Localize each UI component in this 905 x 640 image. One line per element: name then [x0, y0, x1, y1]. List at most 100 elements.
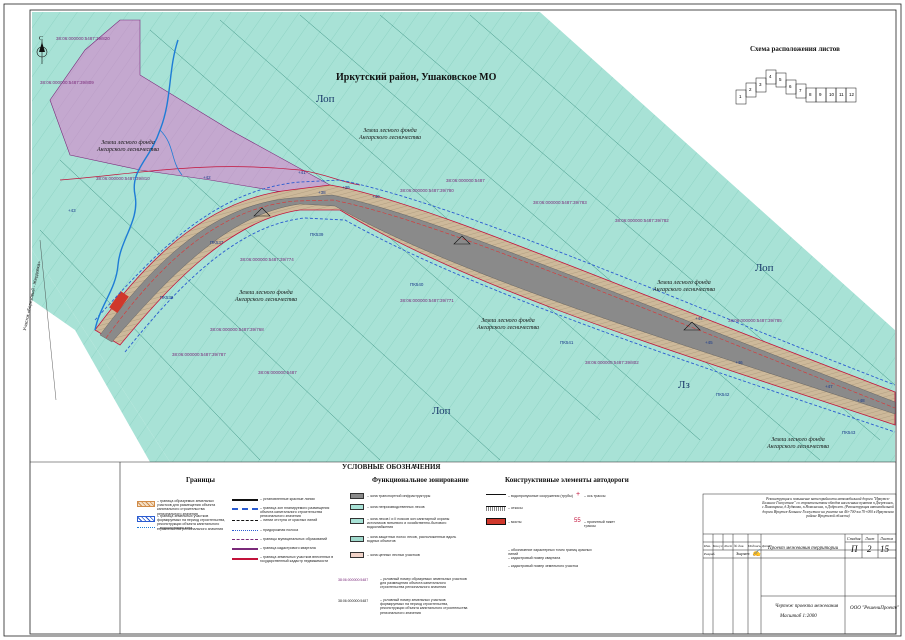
legend-text: – проектный пикет трассы: [584, 520, 615, 529]
red-line-north: [59, 166, 361, 186]
cadastral-number: 38:06:000000:5487:39/802: [585, 360, 639, 365]
legend-sample-cad-1: 38:06:000000:5487: [338, 578, 369, 582]
legend-axis-cross: +: [576, 491, 581, 498]
legend-swatch-blue-hatch: [137, 516, 155, 522]
cadastral-number: 38:06:000000:5487: [446, 178, 485, 183]
stamp-scale: Масштаб 1:2000: [780, 614, 817, 619]
cadastral-number: 38:06:000000:5487:39/787: [172, 352, 226, 357]
legend-swatch-water: [137, 527, 155, 529]
forest-label-1: Земли лесного фонда Ангарского лесничест…: [96, 140, 160, 153]
legend-text: – граница земельных участков внесенных в…: [260, 555, 334, 564]
legend-text: – придорожная полоса: [260, 528, 299, 532]
legend-swatch-bridge: [486, 518, 506, 525]
forest-label-3: Земли лесного фонда Ангарского лесничест…: [234, 290, 298, 303]
picket-label: ПК537: [210, 240, 224, 245]
picket-label: ПК543: [842, 430, 856, 435]
stamp-header-count: Кол.уч: [713, 544, 723, 548]
legend-swatch-zone: [232, 508, 258, 511]
stamp-sheet-header: Лист: [865, 536, 875, 541]
bridge: [109, 290, 129, 314]
picket-label: +45: [705, 340, 713, 345]
zone-label-1: Лоп: [316, 93, 335, 105]
cadastral-number: 38:06:000000:5487:39/783: [533, 200, 587, 205]
picket-label: +39: [342, 185, 350, 190]
picket-label: +48: [857, 398, 865, 403]
legend-text: – условный номер образуемых земельных уч…: [380, 577, 467, 590]
north-arrow: [36, 40, 48, 64]
legend-text: – границы муниципальных образований: [260, 537, 328, 541]
picket-label: ПК540: [410, 282, 424, 287]
sheet-scheme-number: 3: [759, 82, 762, 87]
blank-area-lower-left: [32, 300, 150, 462]
stamp-description: Реконструкция и повышение категорийности…: [762, 497, 894, 518]
sheet-scheme-number: 12: [849, 92, 855, 97]
picket-label: +47: [825, 384, 833, 389]
legend-swatch-pipe: [486, 494, 506, 498]
picket-label: +44: [695, 316, 703, 321]
legend-text: – зона транспортной инфраструктуры: [367, 494, 431, 498]
blue-dashed-boundary: [94, 179, 896, 386]
legend-swatch-municipal: [232, 539, 258, 541]
legend-swatch-forest-4: [350, 552, 364, 558]
stamp-row-label: Разраб.: [704, 552, 716, 556]
stamp-signature-name: Зыряев: [736, 551, 750, 556]
sheet-scheme-number: 11: [839, 92, 844, 97]
blue-dashed-boundary-south: [124, 217, 896, 433]
cadastral-number: 38:06:000000:5487:39/768: [210, 327, 264, 332]
stamp-header-change: Изм.: [704, 544, 711, 548]
legend-swatch-quarter: [232, 548, 258, 550]
cadastral-number: 38:06:000000:5487:39/785: [728, 318, 782, 323]
forest-label-4: Земли лесного фонда Ангарского лесничест…: [476, 318, 540, 331]
stamp-header-sheet: Лист: [724, 544, 733, 548]
sheet-scheme-number: 7: [799, 88, 802, 93]
legend-picket-number: 55: [574, 518, 581, 524]
picket-label: +42: [203, 175, 211, 180]
legend-text: – установленные красные линии: [260, 497, 315, 501]
stamp-sheets-header: Листов: [880, 536, 894, 541]
legend-title: УСЛОВНЫЕ ОБОЗНАЧЕНИЯ: [342, 463, 441, 471]
cadastral-number: 38:06:000000:5487:39/771: [400, 298, 454, 303]
legend-text: – условный номер земельных участков форм…: [380, 598, 468, 615]
forest-label-5: Земли лесного фонда Ангарского лесничест…: [652, 280, 716, 293]
road-core: [99, 194, 896, 415]
sheet-scheme-number: 6: [789, 84, 792, 89]
legend-text: – граница кадастрового квартала: [260, 546, 316, 550]
cadastral-number: 38:06:000000:5487: [258, 370, 297, 375]
sheet-scheme-number: 5: [779, 77, 782, 82]
legend-text: – зона защитных полос лесов, расположенн…: [367, 535, 457, 544]
legend-text: – граница образуемых земельных участков …: [157, 499, 216, 516]
stamp-header-date: Дата: [762, 544, 771, 548]
legend-swatch-forest-1: [350, 504, 364, 510]
legend-swatch-setback: [232, 520, 258, 522]
legend-text: – зона ценных лесных участков: [367, 553, 420, 557]
stamp-header-sign: Подпись: [748, 544, 761, 548]
forest-label-2: Земли лесного фонда Ангарского лесничест…: [358, 128, 422, 141]
legend-swatch-parcel: [232, 558, 258, 560]
stamp-sheets: 15: [880, 544, 889, 554]
north-label: С: [39, 36, 44, 42]
cadastral-number: 38:06:000000:5487:39/774: [240, 257, 294, 262]
sheet-scheme-number: 4: [769, 74, 772, 79]
legend-text: – кадастровый номер квартала: [508, 556, 561, 560]
picket-label: +40: [372, 194, 380, 199]
cadastral-number: 38:06:000000:5487:39/780: [400, 188, 454, 193]
sheet-layout-scheme: [735, 69, 857, 105]
picket-label: +46: [735, 360, 743, 365]
road-direction-line: [39, 239, 57, 401]
picket-label: ПК539: [310, 232, 324, 237]
inner-frame: [29, 9, 897, 635]
stamp-header-doc: № док.: [734, 544, 745, 548]
picket-label: +38: [318, 190, 326, 195]
stamp-company: ООО "РешениПроект": [850, 606, 900, 611]
legend-text: – кадастровый номер земельного участка: [508, 564, 579, 568]
stamp-stage: П: [851, 544, 858, 554]
culverts: [253, 207, 701, 331]
legend-text: – мосты: [508, 520, 522, 524]
forest-label-6: Земли лесного фонда Ангарского лесничест…: [766, 437, 830, 450]
legend-swatch-transport: [350, 493, 364, 499]
signature-mark: ✍: [752, 549, 761, 557]
stamp-drawing-title: Проект межевания территории: [768, 546, 839, 551]
legend-text: – обозначение характерных точек границ к…: [508, 548, 592, 557]
sheet-scheme-title: Схема расположения листов: [750, 45, 840, 53]
legend-swatch-forest-2: [350, 518, 364, 524]
